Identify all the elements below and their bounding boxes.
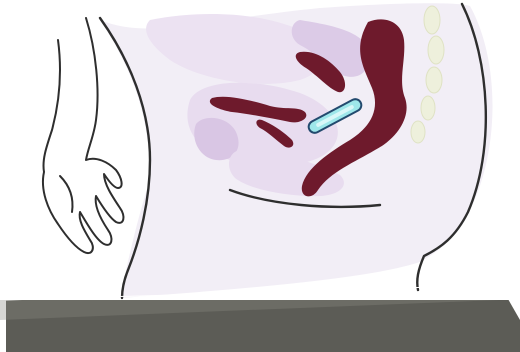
vertebra xyxy=(428,36,444,64)
vertebra xyxy=(421,96,435,120)
vertebra xyxy=(411,121,425,143)
vertebra xyxy=(424,6,440,34)
vertebra xyxy=(426,67,442,93)
